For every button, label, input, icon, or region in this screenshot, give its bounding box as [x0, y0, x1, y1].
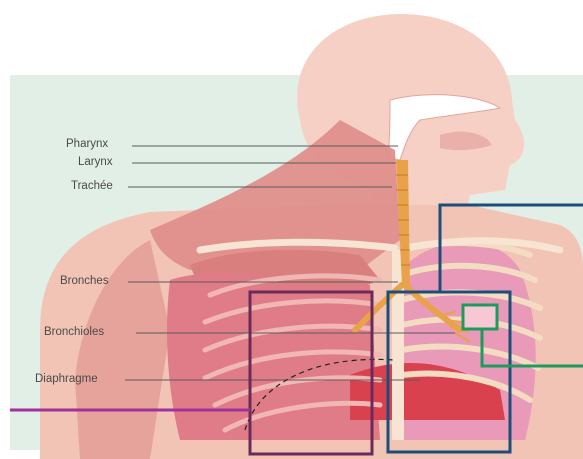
label-bronchioles: Bronchioles [44, 326, 104, 339]
label-trachee: Trachée [71, 180, 113, 193]
label-pharynx: Pharynx [66, 138, 108, 151]
label-larynx: Larynx [78, 156, 113, 169]
label-bronches: Bronches [60, 275, 109, 288]
label-diaphragme: Diaphragme [35, 373, 98, 386]
alveoli-detail [462, 305, 496, 329]
